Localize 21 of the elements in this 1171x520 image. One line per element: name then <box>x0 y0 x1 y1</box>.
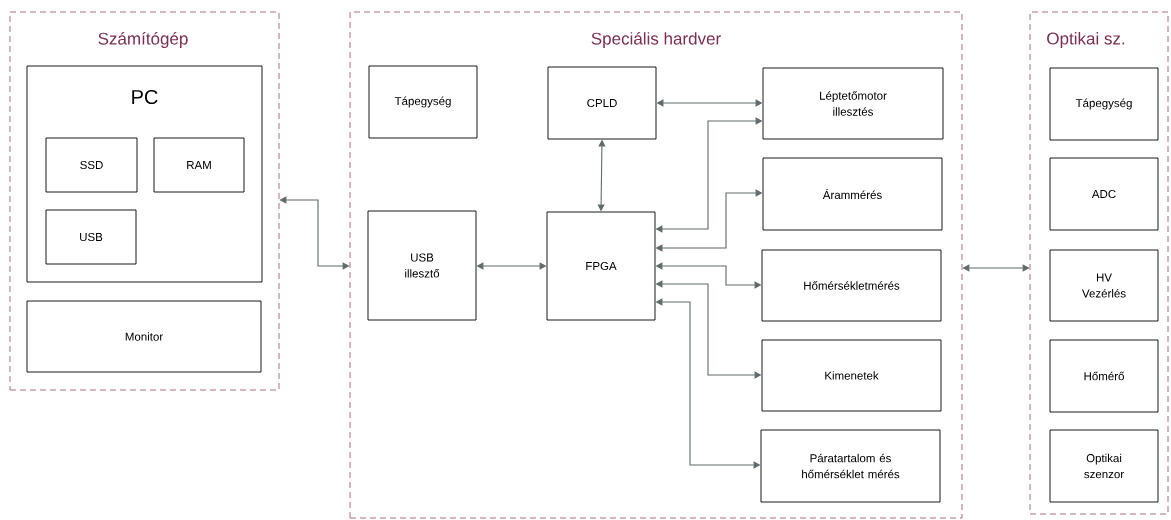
component-box: Optikai szenzor <box>1049 429 1159 503</box>
component-box: SSD <box>45 137 138 193</box>
component-box: Árammérés <box>762 157 943 231</box>
component-box: HV Vezérlés <box>1049 249 1159 322</box>
component-box: Kimenetek <box>761 339 942 412</box>
component-box: Hőmérsékletmérés <box>761 249 942 322</box>
component-box: ADC <box>1049 157 1159 231</box>
component-box: Monitor <box>26 300 262 373</box>
component-box: Léptetőmotor illesztés <box>762 67 944 140</box>
component-box: Tápegység <box>368 65 478 139</box>
component-box: Páratartalom és hőmérséklet mérés <box>760 429 941 503</box>
group-heading: Optikai sz. <box>1047 32 1125 48</box>
component-box: USB illesztő <box>367 210 477 321</box>
component-box: USB <box>45 209 137 265</box>
group-heading: Számítógép <box>98 32 188 49</box>
component-box: Hőmérő <box>1049 339 1159 413</box>
group-heading: Speciális hardver <box>591 32 721 49</box>
component-box: CPLD <box>547 66 657 140</box>
component-box: Tápegység <box>1049 67 1159 141</box>
component-box: FPGA <box>546 211 656 321</box>
component-box: RAM <box>153 137 245 193</box>
